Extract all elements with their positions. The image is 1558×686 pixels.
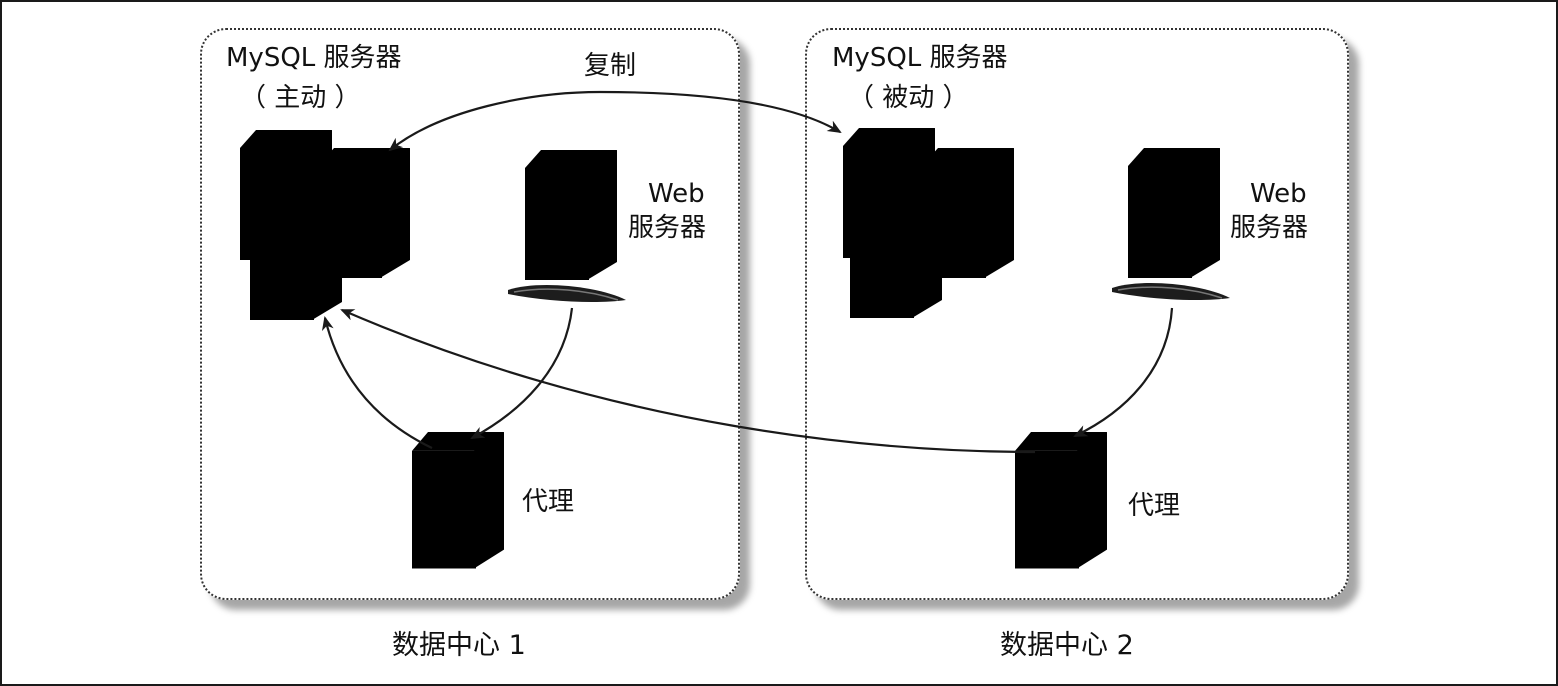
- server-tower-icon: [250, 190, 342, 320]
- replication-arrow-to-passive: [599, 90, 842, 134]
- web-server-dc1: [507, 150, 627, 303]
- data-center-2-caption: 数据中心 2: [1000, 630, 1134, 661]
- web-server-label-line2-dc1: 服务器: [628, 213, 707, 243]
- mysql-active-cluster: [240, 130, 410, 320]
- server-tower-icon: [850, 188, 942, 318]
- web-to-proxy-arrow-dc2: [1073, 307, 1174, 437]
- proxy-label-dc2: 代理: [1128, 491, 1181, 521]
- mysql-passive-label: MySQL 服务器: [832, 43, 1008, 73]
- server-tower-icon: [412, 432, 504, 569]
- proxy-to-mysql-arrow-dc1: [321, 316, 433, 449]
- replication-arrow-to-active: [388, 90, 601, 152]
- mysql-passive-cluster: [843, 128, 1014, 318]
- server-tower-icon: [1128, 148, 1220, 278]
- keyboard-icon: [1111, 282, 1231, 301]
- proxy-server-dc1: [412, 432, 504, 569]
- mysql-active-role: （ 主动 ）: [240, 83, 361, 113]
- mysql-active-label: MySQL 服务器: [226, 43, 402, 73]
- server-tower-icon: [525, 150, 617, 280]
- mysql-passive-role: （ 被动 ）: [848, 83, 969, 113]
- web-to-proxy-arrow-dc1: [470, 307, 574, 439]
- web-server-label-line1-dc1: Web: [648, 179, 705, 209]
- web-server-label-line1-dc2: Web: [1250, 179, 1307, 209]
- data-center-1-caption: 数据中心 1: [392, 630, 526, 661]
- proxy-label-dc1: 代理: [522, 487, 575, 517]
- web-server-dc2: [1111, 148, 1231, 301]
- keyboard-icon: [507, 284, 627, 303]
- replication-label: 复制: [584, 51, 637, 81]
- proxy-dc2-to-mysql-active-arrow: [340, 308, 1036, 454]
- web-server-label-line2-dc2: 服务器: [1230, 213, 1309, 243]
